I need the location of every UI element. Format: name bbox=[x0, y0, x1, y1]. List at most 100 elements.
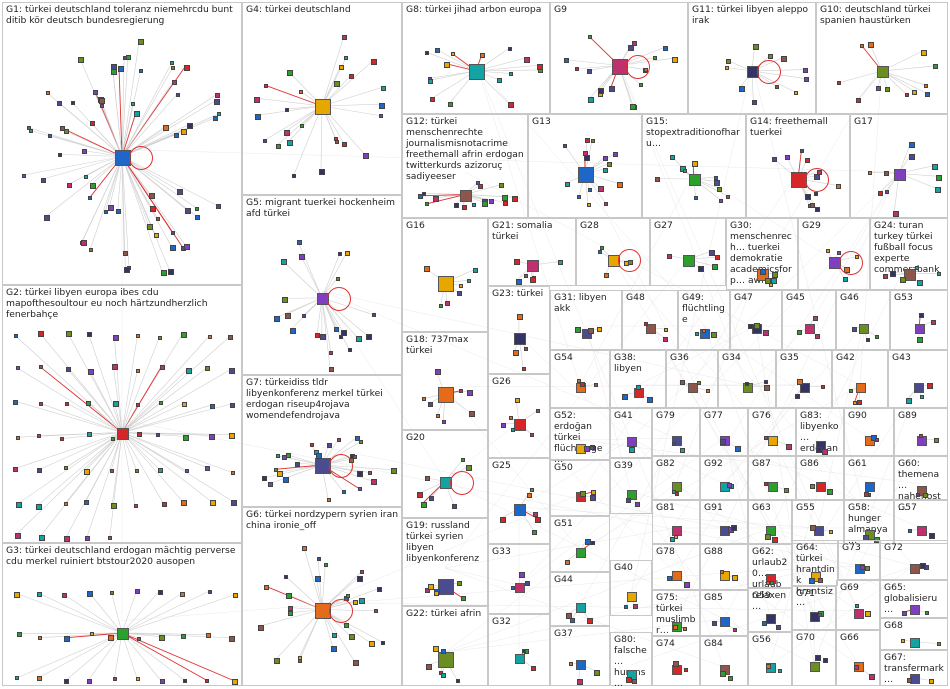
member-node bbox=[297, 240, 302, 245]
group-cell-g82: G82 bbox=[652, 456, 700, 500]
member-node bbox=[883, 274, 888, 279]
member-node bbox=[866, 338, 870, 342]
member-node bbox=[527, 493, 532, 498]
member-node bbox=[88, 196, 92, 200]
member-node bbox=[565, 560, 570, 565]
member-node bbox=[609, 86, 615, 92]
member-node bbox=[136, 369, 140, 373]
group-cell-g19: G19: russland türkei syrien libyen libye… bbox=[402, 518, 488, 606]
member-node bbox=[126, 55, 131, 60]
member-node bbox=[87, 432, 92, 437]
group-cell-g11: G11: türkei libyen aleppo irak bbox=[688, 2, 816, 114]
member-node bbox=[451, 52, 455, 56]
member-node bbox=[917, 337, 923, 343]
group-cell-g47: G47 bbox=[730, 290, 782, 350]
member-node bbox=[934, 438, 939, 443]
member-node bbox=[697, 381, 701, 385]
group-nodes bbox=[611, 561, 651, 615]
member-node bbox=[283, 477, 289, 483]
hub-node-avatar bbox=[438, 387, 454, 403]
member-node bbox=[353, 600, 358, 605]
hub-node-avatar bbox=[315, 99, 331, 115]
member-node bbox=[512, 196, 518, 202]
member-node bbox=[912, 90, 917, 95]
member-node bbox=[714, 180, 720, 186]
hub-node-avatar bbox=[859, 324, 869, 334]
member-node bbox=[158, 336, 162, 340]
group-nodes bbox=[749, 589, 791, 631]
member-node bbox=[111, 437, 115, 441]
member-node bbox=[284, 130, 290, 136]
member-node bbox=[720, 439, 726, 445]
group-nodes bbox=[837, 291, 889, 349]
member-node bbox=[319, 169, 325, 175]
group-nodes bbox=[489, 615, 549, 685]
member-node bbox=[290, 328, 296, 334]
group-nodes bbox=[551, 461, 609, 515]
member-node bbox=[150, 206, 156, 212]
member-node bbox=[134, 111, 140, 117]
group-nodes bbox=[783, 291, 835, 349]
member-node bbox=[893, 211, 899, 217]
member-node bbox=[725, 66, 729, 70]
member-node bbox=[17, 632, 22, 637]
hub-node-avatar bbox=[854, 609, 864, 619]
member-node bbox=[87, 679, 92, 684]
self-loop-ring bbox=[450, 471, 474, 495]
member-node bbox=[417, 492, 423, 498]
member-node bbox=[99, 98, 105, 104]
member-node bbox=[369, 641, 375, 647]
hub-node-avatar bbox=[672, 526, 682, 536]
group-nodes bbox=[679, 291, 729, 349]
member-node bbox=[524, 274, 528, 278]
group-nodes bbox=[701, 591, 747, 635]
group-cell-g8: G8: türkei jihad arbon europa bbox=[402, 2, 550, 114]
group-cell-g61: G61 bbox=[844, 456, 894, 500]
member-node bbox=[916, 493, 920, 497]
member-node bbox=[667, 576, 672, 581]
member-node bbox=[208, 335, 212, 339]
member-node bbox=[391, 468, 397, 474]
member-node bbox=[731, 525, 737, 531]
group-nodes bbox=[749, 501, 791, 543]
member-node bbox=[876, 86, 881, 91]
member-node bbox=[255, 114, 261, 120]
member-node bbox=[111, 64, 117, 70]
member-node bbox=[513, 350, 519, 356]
member-node bbox=[316, 453, 322, 459]
group-cell-g69: G69 bbox=[836, 580, 880, 630]
member-node bbox=[532, 530, 537, 535]
group-nodes bbox=[611, 459, 651, 513]
member-node bbox=[159, 635, 165, 641]
group-cell-g22: G22: türkei afrin bbox=[402, 606, 488, 686]
member-node bbox=[588, 328, 594, 334]
member-node bbox=[764, 385, 770, 391]
group-cell-g83: G83: libyenko… erdogan bbox=[796, 408, 844, 456]
group-nodes bbox=[895, 409, 947, 455]
member-node bbox=[13, 467, 18, 472]
member-node bbox=[804, 77, 809, 82]
member-node bbox=[285, 108, 289, 112]
member-node bbox=[320, 334, 326, 340]
member-node bbox=[208, 590, 212, 594]
member-node bbox=[672, 442, 676, 446]
member-node bbox=[210, 404, 215, 409]
member-node bbox=[357, 471, 363, 477]
member-node bbox=[461, 458, 465, 462]
member-node bbox=[139, 69, 143, 73]
member-node bbox=[878, 191, 883, 196]
group-nodes bbox=[727, 219, 797, 289]
member-node bbox=[87, 591, 93, 597]
member-node bbox=[515, 398, 520, 403]
member-node bbox=[869, 674, 875, 680]
member-node bbox=[580, 491, 586, 497]
hub-node-avatar bbox=[910, 605, 920, 615]
member-node bbox=[339, 335, 343, 339]
member-node bbox=[667, 254, 672, 259]
group-cell-g64: G64: türkei hrantdink hrantsiz… bbox=[792, 540, 838, 586]
member-node bbox=[921, 50, 927, 56]
member-node bbox=[263, 139, 267, 143]
member-node bbox=[591, 139, 595, 143]
member-node bbox=[233, 593, 238, 598]
group-cell-g20: G20 bbox=[402, 430, 488, 518]
